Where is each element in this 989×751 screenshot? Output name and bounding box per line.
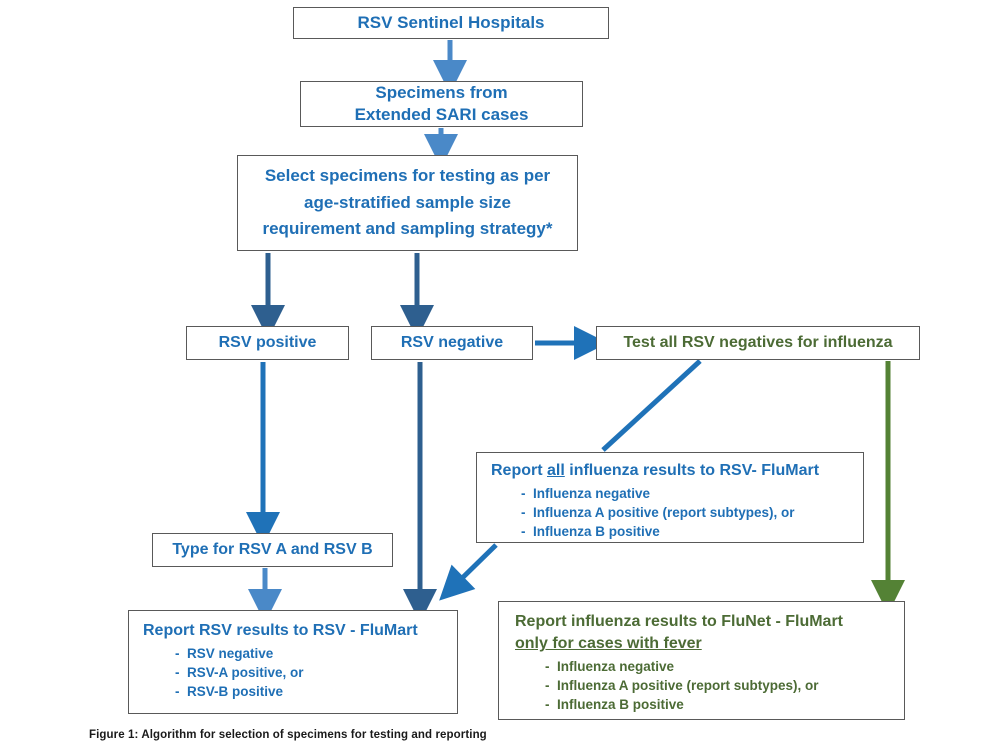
node-report-all-influenza-results-to-rsv-flumart[interactable]: Report all influenza results to RSV- Flu…: [476, 452, 864, 543]
node-title: Select specimens for testing as per age-…: [262, 166, 553, 239]
node-rsv-positive[interactable]: RSV positive: [186, 326, 349, 360]
node-type-for-rsv-a-and-rsv-b[interactable]: Type for RSV A and RSV B: [152, 533, 393, 567]
node-title: RSV Sentinel Hospitals: [357, 12, 545, 32]
list-item: - RSV-B positive: [175, 684, 284, 700]
node-select-specimens-for-testing[interactable]: Select specimens for testing as per age-…: [237, 155, 578, 251]
list-item: - Influenza negative: [521, 485, 651, 501]
node-title: Report all influenza results to RSV- Flu…: [491, 461, 863, 482]
node-specimens-from-extended-sari-cases[interactable]: Specimens from Extended SARI cases: [300, 81, 583, 127]
bullet-list: - RSV negative - RSV-A positive, or - RS…: [175, 644, 457, 701]
node-title: RSV positive: [218, 333, 317, 351]
figure-caption: Figure 1: Algorithm for selection of spe…: [89, 729, 487, 741]
bullet-list: - Influenza negative - Influenza A posit…: [521, 484, 863, 541]
list-item: - RSV negative: [175, 645, 274, 661]
list-item: - Influenza A positive (report subtypes)…: [521, 504, 795, 520]
node-title: Type for RSV A and RSV B: [172, 540, 373, 558]
node-title: Report influenza results to FluNet - Flu…: [515, 611, 904, 655]
list-item: - Influenza A positive (report subtypes)…: [545, 678, 819, 694]
list-item: - Influenza negative: [545, 659, 675, 675]
node-title-suffix: influenza results to RSV- FluMart: [564, 462, 820, 479]
node-title: Test all RSV negatives for influenza: [623, 333, 893, 351]
node-report-influenza-results-to-flunet-flumart[interactable]: Report influenza results to FluNet - Flu…: [498, 601, 905, 720]
bullet-list: - Influenza negative - Influenza A posit…: [545, 657, 904, 714]
node-report-rsv-results-to-rsv-flumart[interactable]: Report RSV results to RSV - FluMart - RS…: [128, 610, 458, 714]
list-item: - RSV-A positive, or: [175, 664, 304, 680]
node-rsv-negative[interactable]: RSV negative: [371, 326, 533, 360]
node-title: Report RSV results to RSV - FluMart: [143, 622, 418, 639]
node-title-line1: Report influenza results to FluNet - Flu…: [515, 613, 844, 630]
node-rsv-sentinel-hospitals[interactable]: RSV Sentinel Hospitals: [293, 7, 609, 39]
connector-report-influenza-to-report-rsv: [439, 543, 498, 601]
list-item: - Influenza B positive: [545, 697, 684, 713]
node-title-emphasis: all: [547, 462, 565, 479]
node-title-prefix: Report: [491, 462, 547, 479]
node-test-all-rsv-negatives-for-influenza[interactable]: Test all RSV negatives for influenza: [596, 326, 920, 360]
node-title: Specimens from Extended SARI cases: [354, 82, 529, 124]
connector-test-to-report-influenza: [601, 359, 702, 452]
list-item: - Influenza B positive: [521, 524, 660, 540]
node-title: RSV negative: [400, 333, 504, 351]
node-title-line2-emphasis: only for cases with fever: [515, 635, 702, 653]
